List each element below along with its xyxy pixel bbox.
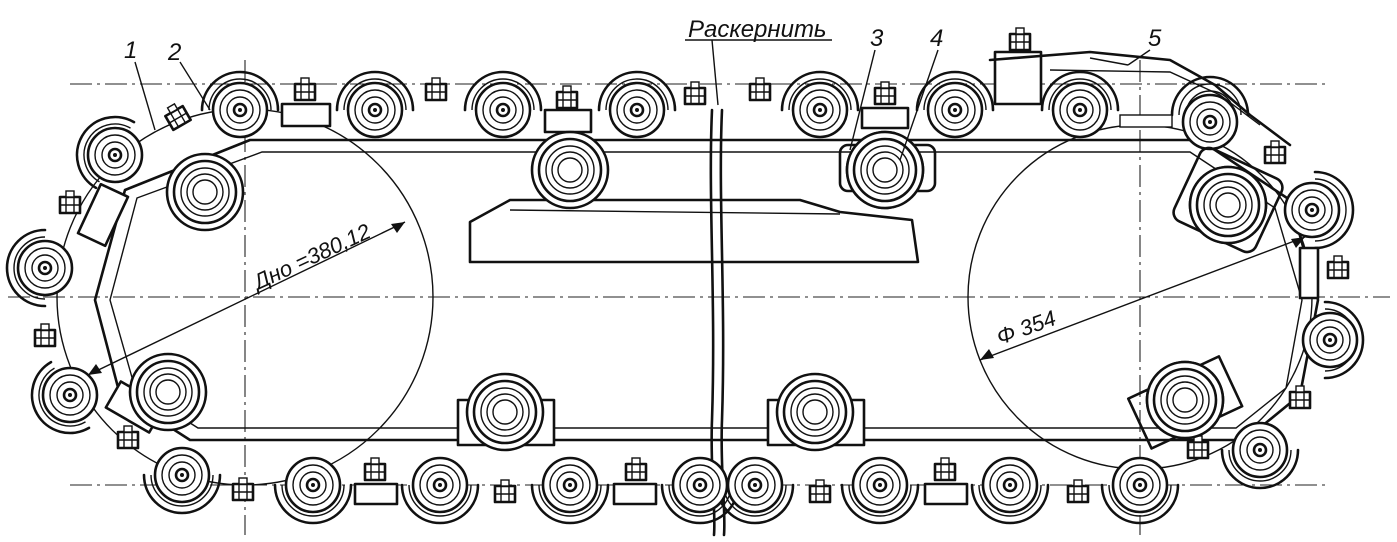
label-unpunch: Раскернить — [688, 16, 827, 43]
label-5: 5 — [1148, 25, 1162, 52]
top-chain — [200, 70, 1250, 151]
dimension-lines — [87, 221, 1306, 376]
tensioner-bracket — [988, 26, 1292, 147]
label-4: 4 — [930, 25, 943, 52]
leader-lines — [134, 39, 1151, 161]
bottom-dimension-label: Дно =380,12 — [247, 219, 375, 296]
right-end-chain — [1263, 139, 1365, 410]
label-1: 1 — [124, 37, 137, 64]
label-2: 2 — [167, 39, 181, 66]
sprocket-bearings — [128, 130, 1284, 452]
label-3: 3 — [870, 25, 884, 52]
bottom-chain — [116, 421, 1300, 525]
